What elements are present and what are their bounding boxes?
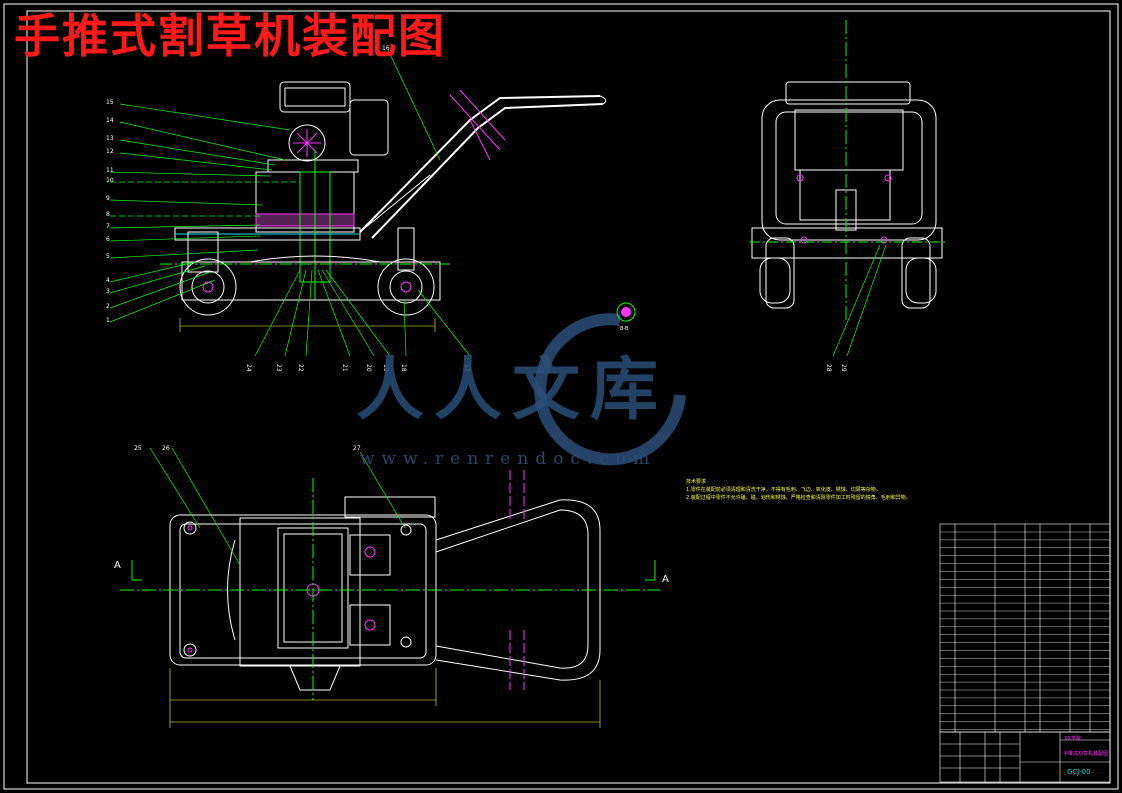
part-callout: 11	[106, 167, 114, 174]
title-block	[939, 731, 1111, 783]
part-callout: 28	[825, 364, 832, 372]
part-callout: 10	[106, 177, 114, 184]
part-callout: 17	[463, 364, 470, 372]
part-callout: 16	[382, 45, 390, 52]
end-view-leaders	[832, 244, 887, 357]
part-callout: 12	[106, 148, 114, 155]
side-view-leaders	[109, 49, 471, 357]
notes-heading: 技术要求	[686, 479, 707, 485]
part-callout: 8	[106, 211, 110, 218]
part-callout: 1	[106, 317, 110, 324]
watermark-logo	[534, 313, 686, 466]
part-callout: 29	[840, 364, 847, 372]
parts-list	[939, 523, 1111, 733]
notes-line-2: 2.装配过程中零件不允许磕、碰、划伤和锈蚀。严格检查和清除零件加工时残留的锐角、…	[686, 495, 911, 501]
parts-list-rows	[940, 531, 1110, 730]
watermark-brand: 人人文库	[356, 350, 669, 430]
part-callout: 23	[275, 364, 282, 372]
drawing-border-outer	[3, 3, 1119, 790]
section-mark-right: A	[662, 574, 669, 585]
title-block-name: 手推式割草机装配图	[1063, 751, 1109, 757]
plan-view	[120, 470, 660, 728]
part-callout: 14	[106, 117, 114, 124]
part-callout: 13	[106, 135, 114, 142]
part-callout: 19	[382, 364, 389, 372]
notes-line-1: 1.零件在装配前必须清理和清洗干净，不得有毛刺、飞边、氧化皮、锈蚀、切屑等杂物。	[686, 487, 881, 493]
drawing-border-inner	[26, 10, 1111, 784]
section-mark-left: A	[114, 560, 121, 571]
part-callout: 9	[106, 195, 110, 202]
part-callout: 25	[134, 445, 142, 452]
part-callout: 20	[365, 364, 372, 372]
part-callout: 7	[106, 223, 110, 230]
part-callout: 24	[245, 364, 252, 372]
part-callout: 3	[106, 288, 110, 295]
title-block-school: XX学院	[1064, 736, 1081, 742]
side-view	[160, 81, 607, 332]
part-callout: 21	[341, 364, 348, 372]
drawing-title: 手推式割草机装配图	[14, 9, 446, 63]
technical-notes: 技术要求 1.零件在装配前必须清理和清洗干净，不得有毛刺、飞边、氧化皮、锈蚀、切…	[686, 478, 936, 502]
watermark-url: www.renrendoc.com	[360, 449, 657, 469]
part-callout: 6	[106, 236, 110, 243]
part-callout: 22	[297, 364, 304, 372]
detail-b-b	[616, 302, 636, 322]
plan-view-leaders	[149, 447, 406, 566]
end-view	[750, 20, 945, 320]
part-callout: 5	[106, 253, 110, 260]
part-callout: 27	[353, 445, 361, 452]
part-callout: 4	[106, 277, 110, 284]
part-callout: 18	[400, 364, 407, 372]
part-callout: 2	[106, 303, 110, 310]
title-block-code: GCJ-00	[1067, 768, 1091, 776]
detail-label: B-B	[620, 326, 629, 332]
part-callout: 15	[106, 99, 114, 106]
part-callout: 26	[162, 445, 170, 452]
